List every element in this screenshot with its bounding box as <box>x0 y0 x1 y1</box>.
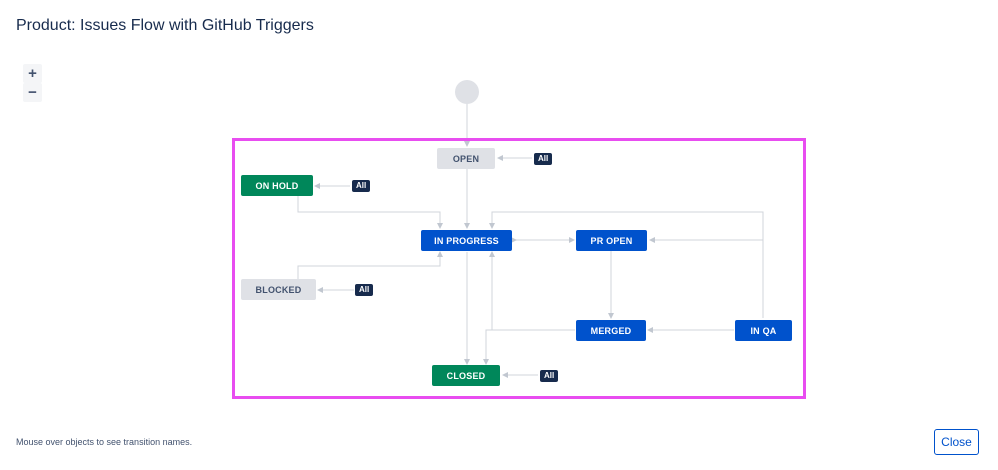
status-closed[interactable]: CLOSED <box>432 365 500 386</box>
status-pr-open[interactable]: PR OPEN <box>576 230 647 251</box>
edge-merged-closed <box>483 329 492 365</box>
zoom-controls: + − <box>23 64 42 102</box>
status-merged[interactable]: MERGED <box>576 320 646 341</box>
close-button[interactable]: Close <box>934 429 979 455</box>
global-transition-badge-open: All <box>534 153 553 165</box>
zoom-out-button[interactable]: − <box>23 83 42 102</box>
status-on-hold[interactable]: ON HOLD <box>241 175 313 196</box>
status-in-qa[interactable]: IN QA <box>735 320 792 341</box>
global-transition-badge-on-hold: All <box>352 180 371 192</box>
global-transition-badge-closed: All <box>540 370 559 382</box>
footer-hint: Mouse over objects to see transition nam… <box>16 437 193 447</box>
edge-onhold-inprogress <box>297 196 443 229</box>
global-transition-badge-blocked: All <box>355 284 374 296</box>
start-node <box>455 80 479 104</box>
status-open[interactable]: OPEN <box>437 148 495 169</box>
page-title: Product: Issues Flow with GitHub Trigger… <box>16 17 314 34</box>
zoom-in-button[interactable]: + <box>23 64 42 83</box>
edge-blocked-inprogress <box>297 251 443 280</box>
highlight-frame <box>232 138 806 399</box>
edge-inqa-propen <box>649 237 764 318</box>
status-blocked[interactable]: BLOCKED <box>241 279 316 300</box>
status-in-progress[interactable]: IN PROGRESS <box>421 230 512 251</box>
